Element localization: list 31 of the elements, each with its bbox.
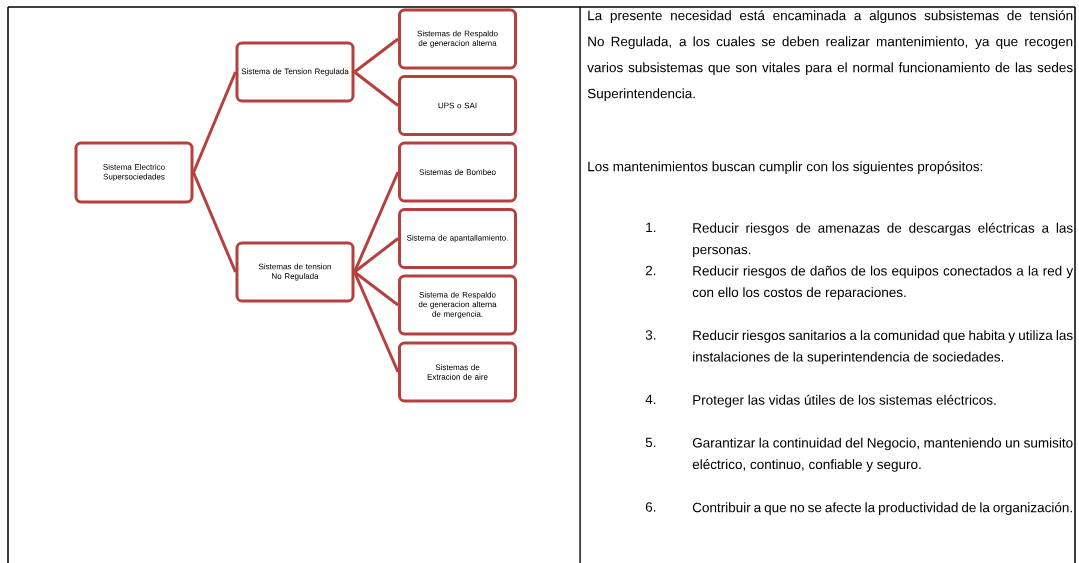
connector-line — [353, 271, 400, 373]
list-item: Proteger las vidas útiles de los sistemas eléctricos. — [693, 394, 996, 408]
system-box: Sistemas de Bombeo — [398, 141, 517, 203]
system-box: Sistema de Respaldo de generacion alterna de mergencia. — [398, 274, 517, 336]
list-item: Reducir riesgos sanitarios a la comunidad que habita y utiliza las instalaciones de la superintendencia de sociedades. — [693, 330, 1073, 365]
connector-line — [353, 70, 399, 107]
connector-line — [192, 71, 237, 174]
system-box: Sistema de Tension Regulada — [235, 41, 355, 103]
connector-line — [353, 37, 399, 74]
connector-line — [353, 270, 399, 307]
system-box: Sistema de apantallamiento. — [398, 208, 517, 269]
system-box: Sistemas de Extracion de aire — [398, 341, 517, 403]
list-number: 4. — [645, 394, 656, 404]
list-number: 2. — [645, 265, 656, 276]
list-item: Garantizar la continuidad del Negocio, manteniendo un sumisito eléctrico, continuo, confiable y seguro. — [692, 437, 1073, 472]
list-number: 6. — [645, 502, 656, 512]
connector-line — [353, 237, 399, 274]
system-box: UPS o SAI — [398, 75, 517, 136]
list-number: 1. — [646, 222, 656, 232]
system-box: Sistemas de Respaldo de generacion alterna — [398, 8, 517, 70]
connector-line — [353, 171, 400, 273]
paragraph: Los mantenimientos buscan cumplir con los siguientes propósitos: — [588, 161, 983, 174]
list-item: Reducir riesgos de amenazas de descargas eléctricas a las personas. — [693, 222, 1073, 257]
system-box: Sistema Electrico Supersociedades — [74, 141, 194, 204]
connector-line — [192, 171, 237, 273]
system-box: Sistemas de tension No Regulada — [235, 241, 355, 303]
list-number: 3. — [645, 330, 656, 340]
list-item: Reducir riesgos de daños de los equipos conectados a la red y con ello los costos de reparaciones. — [692, 265, 1074, 300]
list-number: 5. — [645, 437, 656, 448]
paragraph: La presente necesidad está encaminada a algunos subsistemas de tensión No Regulada, a los cuales se deben realizar mantenimiento, ya que recogen varios subsistemas que son vitales para el normal funcionamiento de las sedes Superintendencia. — [587, 10, 1073, 101]
list-item: Contribuir a que no se afecte la productividad de la organización. — [692, 502, 1072, 515]
